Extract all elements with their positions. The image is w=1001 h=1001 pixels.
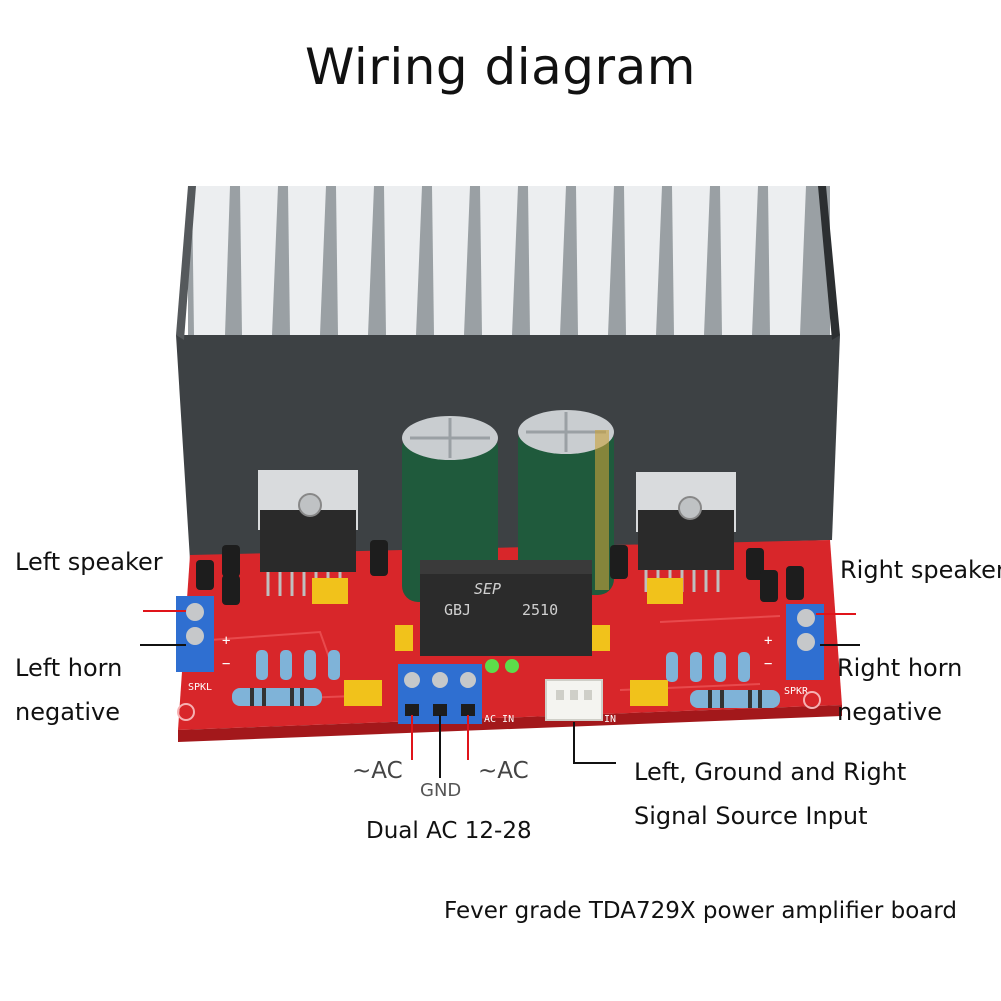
heatsink-fins <box>188 186 830 336</box>
pcb-plus-right: + <box>764 633 772 649</box>
film-capacitors <box>312 578 683 706</box>
left-amplifier-ic <box>258 470 358 596</box>
left-horn-negative-label-2: negative <box>15 698 120 726</box>
right-speaker-terminal <box>786 604 824 680</box>
right-speaker-label: Right speaker <box>840 556 1001 584</box>
pcb-minus-left: − <box>222 656 230 672</box>
small-capacitors <box>196 540 804 605</box>
pcb-minus-right: − <box>764 656 772 672</box>
left-horn-negative-label-1: Left horn <box>15 654 123 682</box>
pcb-spkr-text: SPKR <box>784 686 809 697</box>
pcb-ac-in-text: AC IN <box>484 714 514 725</box>
ac-right-label: ~AC <box>478 758 529 784</box>
ac-input-terminal <box>398 664 482 724</box>
gnd-label: GND <box>420 780 462 801</box>
bridge-brand-text: SEP <box>474 580 501 598</box>
signal-input-connector <box>545 679 603 721</box>
page-title: Wiring diagram <box>305 38 696 96</box>
left-speaker-label: Left speaker <box>15 548 163 576</box>
bridge-part-text: 2510 <box>522 601 558 619</box>
caption: Fever grade TDA729X power amplifier boar… <box>444 898 958 924</box>
pcb-spkl-text: SPKL <box>188 682 212 693</box>
indicator-leds <box>485 659 519 673</box>
signal-input-label-1: Left, Ground and Right <box>634 758 907 786</box>
leader-lines <box>140 610 860 778</box>
signal-input-wire <box>573 722 616 764</box>
mounting-holes <box>177 691 821 721</box>
resistors <box>232 650 780 708</box>
pcb-plus-left: + <box>222 633 230 649</box>
pcb-in-text: IN <box>604 714 616 725</box>
signal-input-label-2: Signal Source Input <box>634 802 868 830</box>
bridge-rectifier: SEP GBJ 2510 <box>420 560 592 656</box>
bridge-model-text: GBJ <box>444 601 471 619</box>
filter-capacitors <box>402 410 614 602</box>
dual-ac-label: Dual AC 12-28 <box>366 818 532 844</box>
right-horn-negative-label-2: negative <box>837 698 942 726</box>
left-speaker-terminal <box>176 596 214 672</box>
ac-left-label: ~AC <box>352 758 403 784</box>
right-horn-negative-label-1: Right horn <box>837 654 963 682</box>
